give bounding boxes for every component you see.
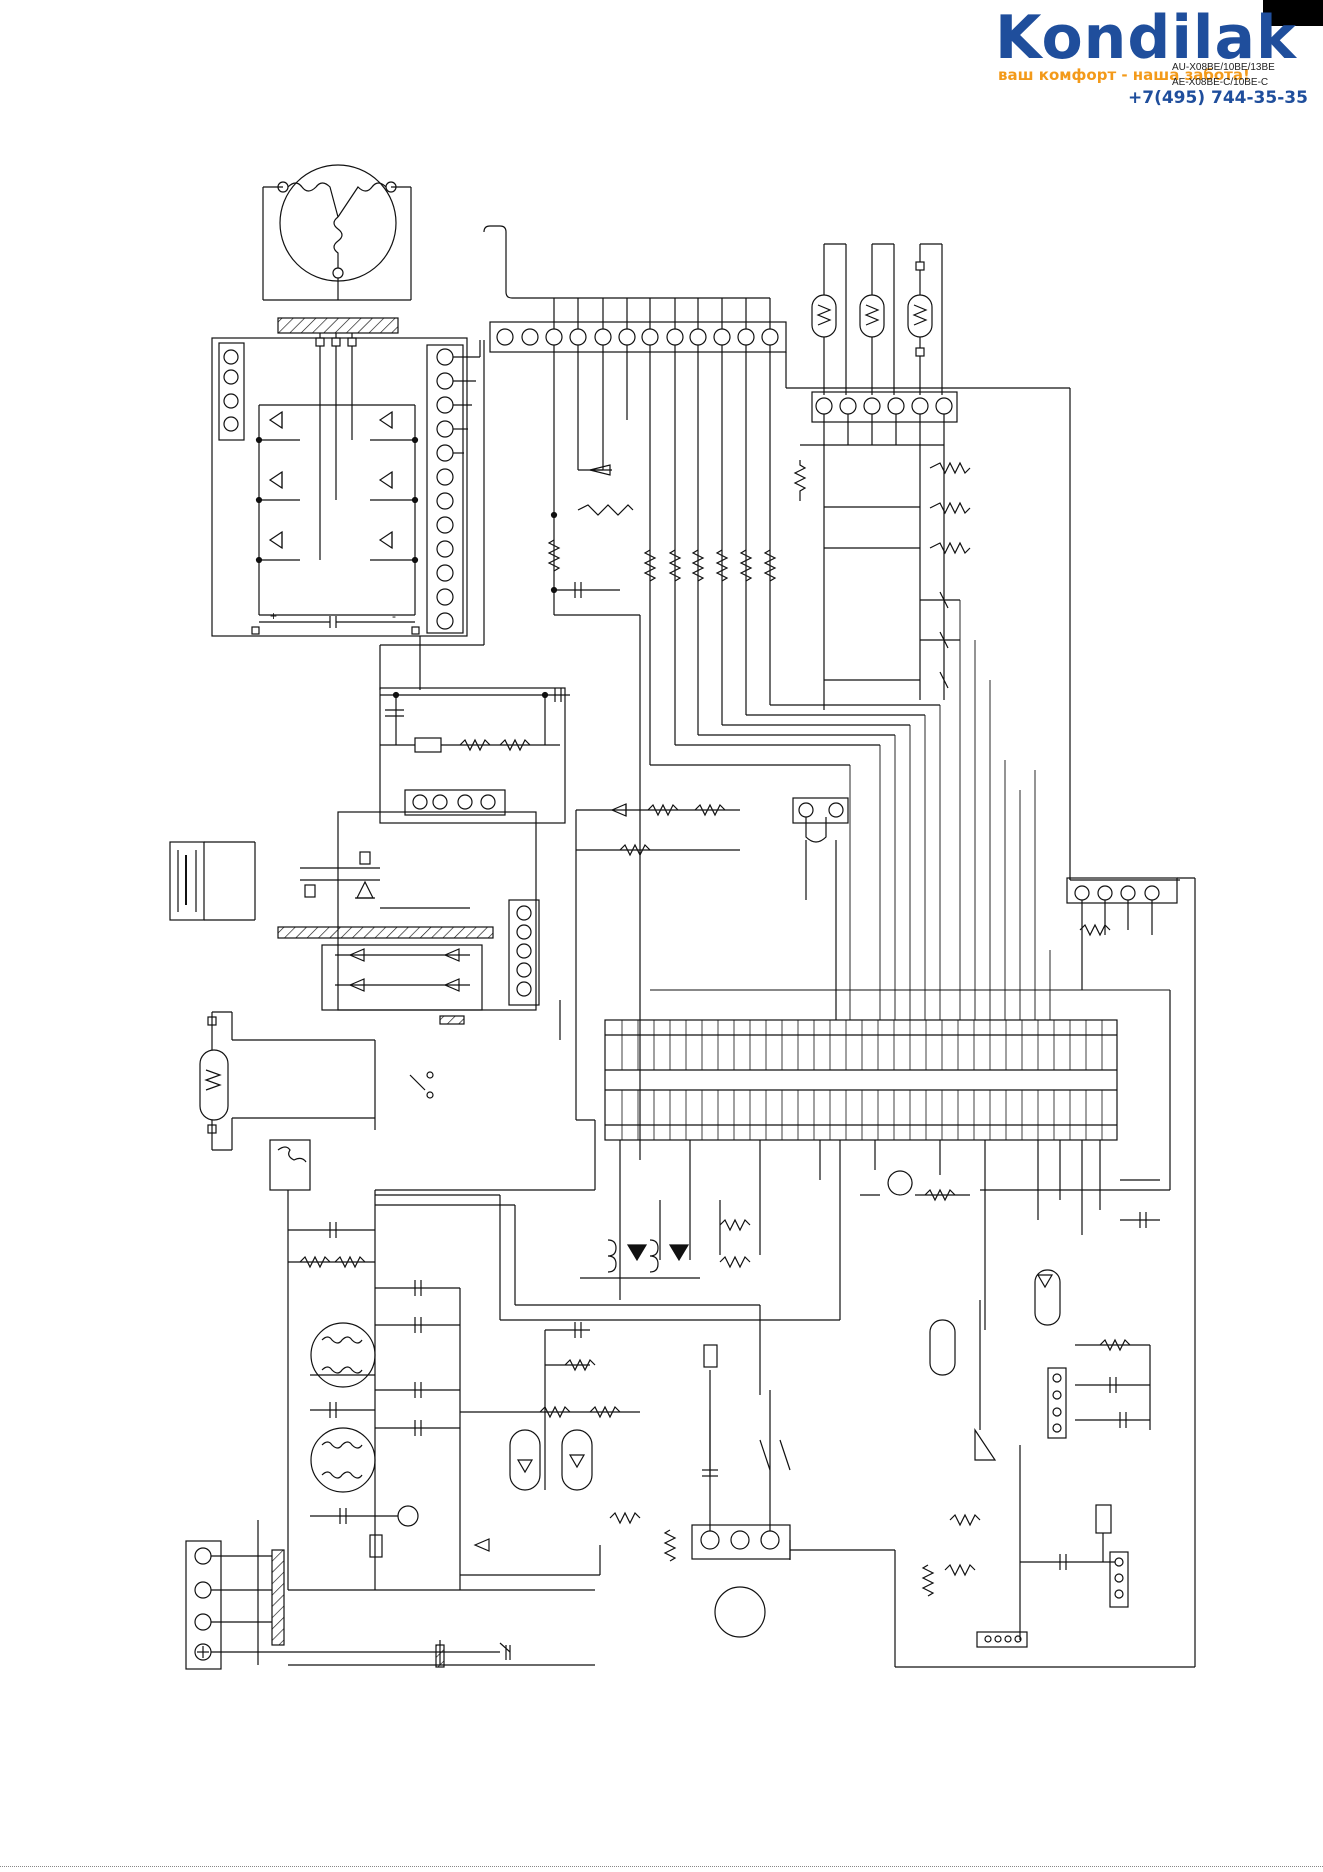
- motor-icon: [263, 165, 411, 300]
- control-circuit: [860, 1171, 1150, 1647]
- transformer-icon: [311, 1323, 375, 1492]
- signal-lines: [554, 345, 940, 1160]
- svg-text:-: -: [392, 609, 396, 623]
- harness-wires: [380, 340, 484, 690]
- brand-phone: +7(495) 744-35-35: [1128, 88, 1308, 108]
- model-line-1: AU-X08BE/10BE/13BE: [1172, 62, 1275, 73]
- page-bottom-border: [0, 1866, 1323, 1867]
- connector-pins: [437, 349, 453, 629]
- compressor-icon: [692, 1525, 790, 1637]
- svg-text:+: +: [270, 609, 277, 623]
- thermistor-icon: [812, 295, 932, 337]
- resistor-bank: [549, 505, 775, 581]
- ic-pins: [622, 1020, 1102, 1140]
- brand-name: Kondilak: [995, 8, 1297, 68]
- model-line-2: AE-X08BE-C/10BE-C: [1172, 77, 1268, 88]
- main-controller-ic: [605, 1020, 1117, 1140]
- igbt-bridge: [257, 346, 418, 615]
- ground-icon: [195, 1644, 211, 1660]
- top-connector: [497, 329, 778, 345]
